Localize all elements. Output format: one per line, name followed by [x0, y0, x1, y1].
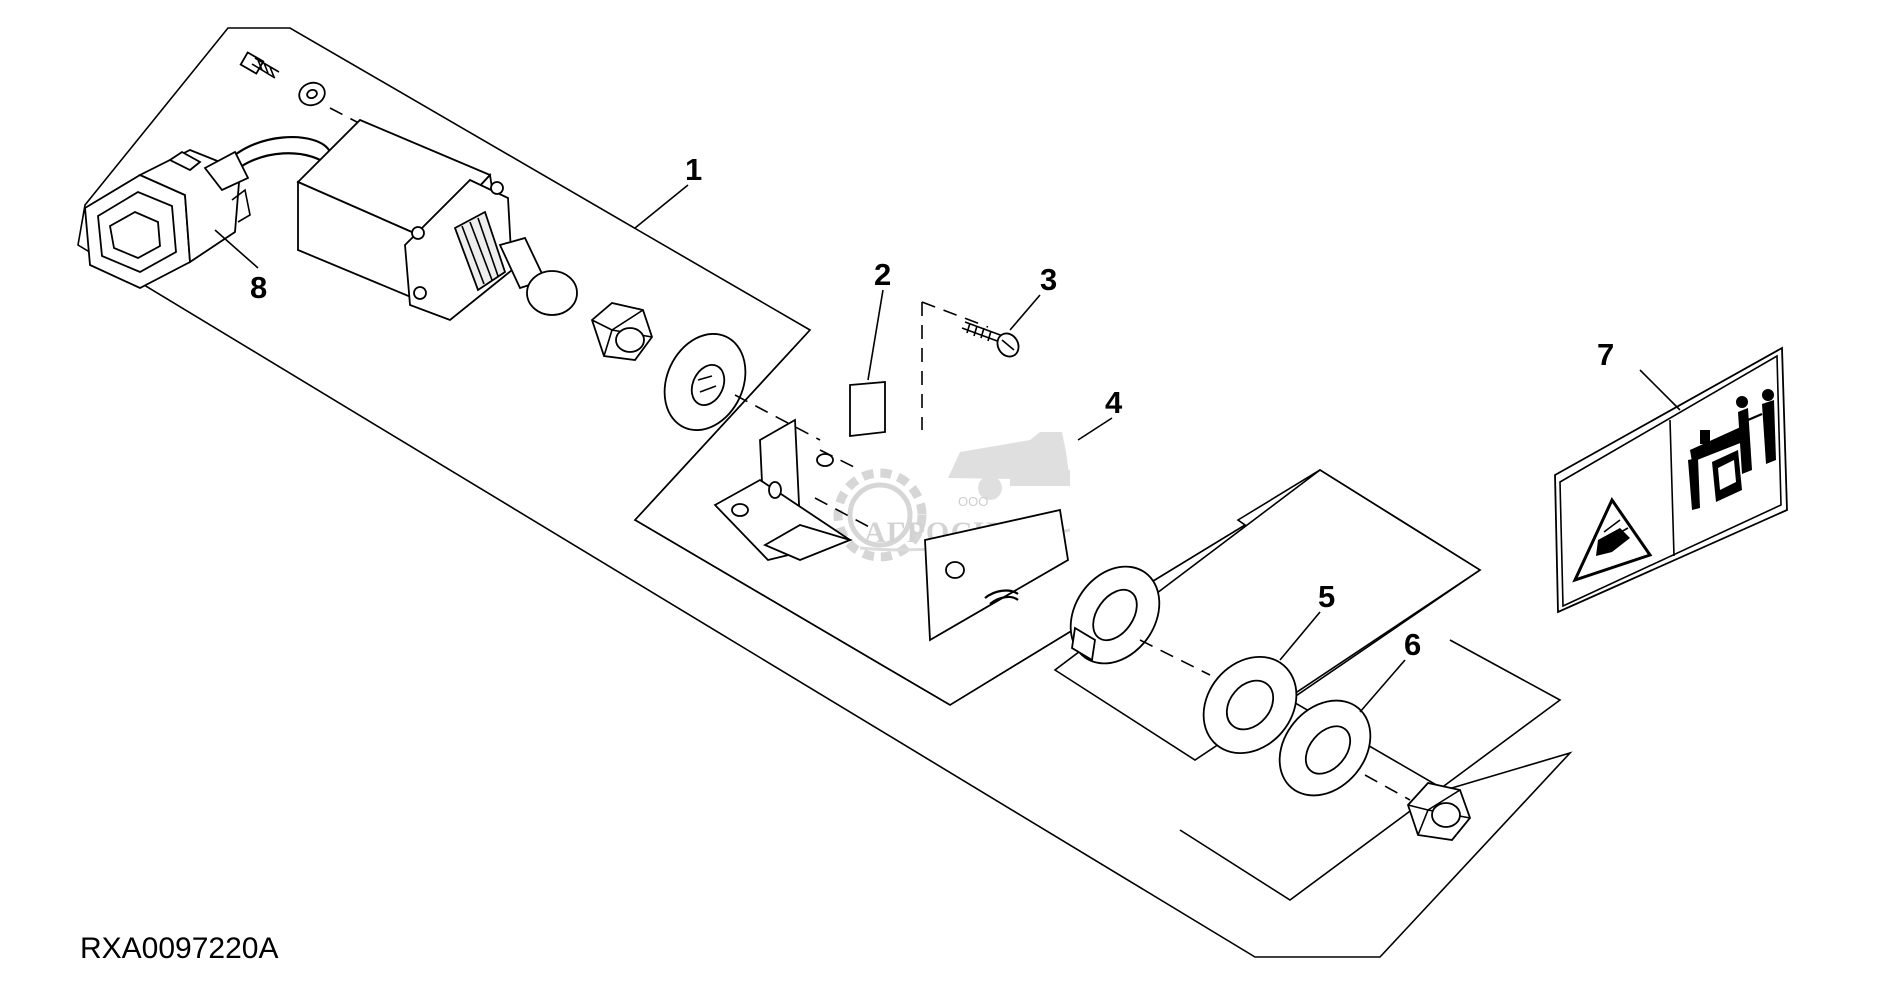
switch-assembly: [221, 118, 578, 322]
callout-3: 3: [1040, 262, 1057, 297]
flat-washer-6: [1278, 699, 1372, 797]
leader-dash-3: [1139, 639, 1211, 676]
watermark-prefix: ООО: [958, 494, 988, 509]
leader-2: [867, 289, 884, 381]
warning-triangle-icon: [1572, 496, 1653, 583]
callout-4: 4: [1105, 385, 1123, 420]
small-screw: [961, 321, 1020, 358]
leader-1: [634, 184, 689, 229]
harvester-icon: [948, 432, 1070, 500]
top-washer: [298, 81, 326, 107]
lock-nut: [1406, 782, 1472, 841]
kit-outline: [77, 27, 1573, 958]
callout-6: 6: [1404, 627, 1421, 662]
leader-dash-2: [734, 394, 821, 441]
figure-id: RXA0097220A: [80, 932, 279, 965]
panel-dash: [921, 301, 989, 430]
stem-lockwasher: [663, 333, 747, 431]
leader-3: [1009, 294, 1041, 331]
callout-5: 5: [1318, 579, 1335, 614]
bracket: [713, 418, 876, 561]
connector: [84, 149, 251, 290]
callout-2: 2: [874, 257, 891, 292]
leader-dash-4: [1364, 774, 1411, 801]
flat-washer-5: [1202, 655, 1298, 755]
plate: [849, 381, 886, 438]
mounting-panel: [924, 508, 1069, 642]
callout-7: 7: [1597, 337, 1614, 372]
leader-6: [1359, 659, 1406, 713]
safety-decal: [1554, 346, 1788, 614]
crush-hazard-icon: [1688, 389, 1776, 510]
leader-5: [1279, 611, 1321, 661]
callout-8: 8: [250, 270, 267, 305]
leader-7: [1639, 369, 1681, 411]
leader-4: [1077, 417, 1113, 441]
gear-icon: [833, 468, 927, 562]
top-screw: [239, 51, 280, 79]
leader-8: [214, 229, 259, 269]
callout-1: 1: [685, 152, 702, 187]
stem-nut: [590, 302, 654, 361]
split-washer: [1069, 565, 1161, 665]
